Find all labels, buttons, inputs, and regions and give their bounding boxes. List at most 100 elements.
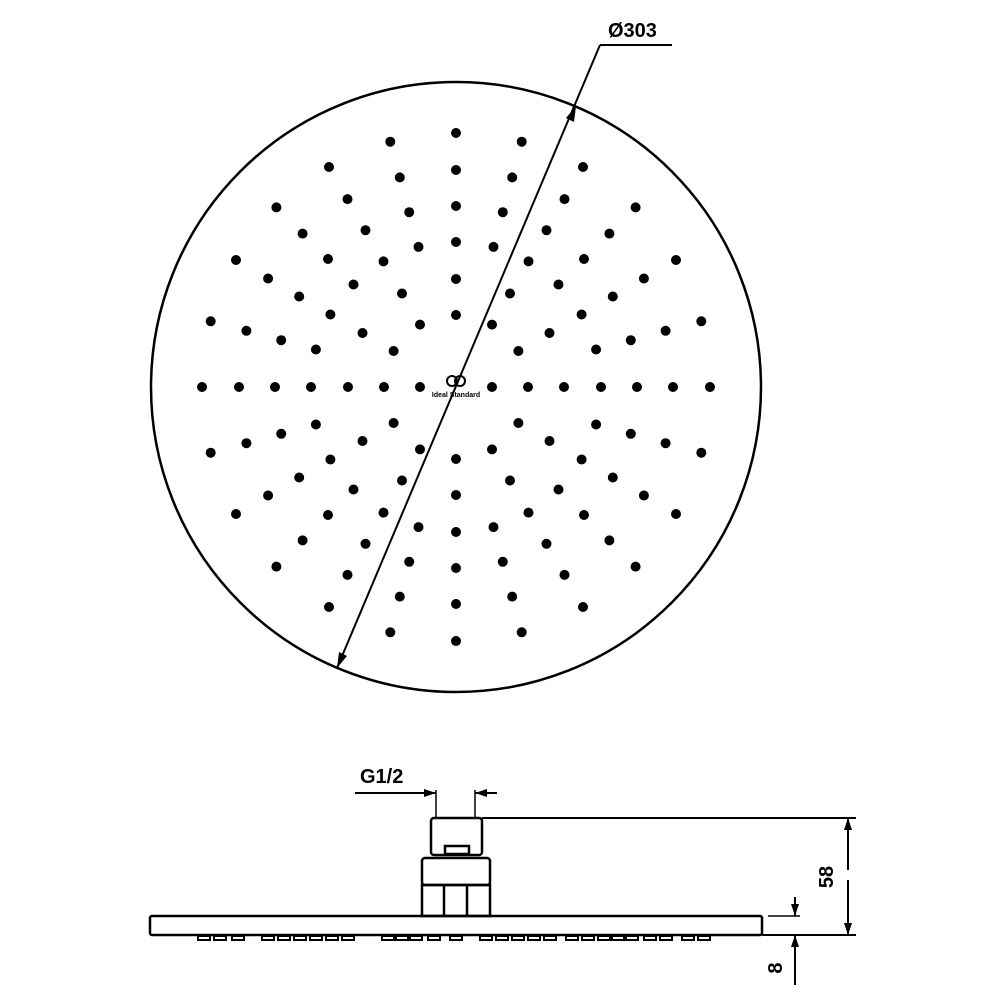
nozzle-dot — [607, 472, 618, 483]
side-nozzle — [449, 935, 463, 941]
side-nozzles — [197, 935, 711, 941]
nozzle-dot — [360, 225, 371, 236]
nozzle-dot — [591, 344, 602, 355]
side-nozzle — [565, 935, 579, 941]
nozzle-dot — [357, 328, 368, 338]
nozzle-dot — [378, 507, 389, 518]
nut — [443, 844, 471, 856]
nozzle-dot — [578, 602, 588, 612]
side-nozzle — [597, 935, 611, 941]
side-nozzle — [643, 935, 657, 941]
nozzle-dot — [379, 382, 389, 392]
nozzle-dot — [578, 162, 588, 172]
nozzle-dot — [348, 484, 359, 495]
side-view — [148, 789, 856, 985]
nozzle-dot — [263, 273, 274, 284]
nozzle-dot — [397, 288, 407, 299]
nozzle-dot — [451, 599, 461, 609]
nozzle-dot — [271, 202, 282, 213]
side-nozzle — [527, 935, 541, 941]
nozzle-dot — [325, 309, 336, 320]
nozzle-dot — [404, 207, 415, 218]
nozzle-dot — [451, 490, 461, 500]
nozzle-dot — [413, 522, 424, 533]
side-nozzle — [197, 935, 211, 941]
plate-thickness-label: 8 — [765, 962, 787, 973]
side-nozzle — [409, 935, 423, 941]
nozzle-dot — [505, 288, 515, 299]
nozzle-dot — [415, 444, 425, 455]
nozzle-dot — [234, 382, 244, 392]
nozzle-dot — [604, 535, 615, 546]
nozzle-dot — [276, 335, 287, 346]
thread-size-label: G1/2 — [360, 766, 403, 788]
nozzle-dot — [388, 418, 399, 428]
nozzle-dot — [523, 382, 533, 392]
nozzle-dot — [271, 561, 282, 572]
nozzle-dot — [324, 162, 334, 172]
nozzle-dot — [630, 561, 641, 572]
nozzle-dot — [559, 382, 569, 392]
nozzle-dot — [310, 344, 321, 355]
nozzle-dot — [294, 291, 305, 302]
nozzle-dot — [544, 436, 555, 446]
fitting-body — [420, 856, 492, 887]
nozzle-dot — [516, 627, 527, 638]
nozzle-dot — [576, 454, 587, 465]
side-nozzle — [293, 935, 307, 941]
nozzle-dot — [394, 172, 405, 183]
side-nozzle — [427, 935, 441, 941]
nozzle-dot — [397, 475, 407, 486]
brand-logo-text: Ideal Standard — [432, 392, 480, 399]
nozzle-dot — [541, 538, 552, 549]
nozzle-dot — [579, 254, 589, 264]
nozzle-dot — [632, 382, 642, 392]
nozzle-dot — [516, 136, 527, 147]
nozzle-dot — [276, 428, 287, 439]
side-nozzle — [611, 935, 625, 941]
nozzle-dot — [638, 273, 649, 284]
thread-connector — [429, 816, 484, 857]
nozzle-dot — [415, 382, 425, 392]
nozzle-dot — [310, 419, 321, 430]
nozzle-dot — [507, 172, 518, 183]
nozzle-dot — [668, 382, 678, 392]
nozzle-dot — [553, 484, 564, 495]
nozzle-dot — [497, 556, 508, 567]
nozzle-dot — [559, 194, 570, 205]
side-nozzle — [261, 935, 275, 941]
nozzle-dot — [451, 454, 461, 464]
nozzle-dot — [451, 128, 461, 138]
nozzle-dot — [488, 522, 499, 533]
nozzle-dot — [378, 256, 389, 267]
nozzle-dot — [297, 535, 308, 546]
nozzle-dot — [451, 527, 461, 537]
nozzle-dot — [544, 328, 555, 338]
nozzle-dot — [513, 346, 524, 356]
nozzle-dot — [488, 241, 499, 252]
nozzle-dot — [451, 636, 461, 646]
nozzle-dot — [342, 569, 353, 580]
side-nozzle — [341, 935, 355, 941]
nozzle-dot — [696, 316, 707, 327]
nozzle-dot — [325, 454, 336, 465]
nozzle-dot — [385, 627, 396, 638]
side-nozzle — [381, 935, 395, 941]
nozzle-dot — [671, 509, 681, 519]
side-nozzle — [309, 935, 323, 941]
nozzle-dot — [451, 237, 461, 247]
arrow-icon — [337, 652, 347, 668]
nozzle-dot — [205, 447, 216, 458]
side-nozzle — [479, 935, 493, 941]
nozzle-dot — [507, 591, 518, 602]
nozzle-dot — [205, 316, 216, 327]
side-nozzle — [697, 935, 711, 941]
nozzle-dot — [696, 447, 707, 458]
nozzle-dot — [487, 444, 497, 455]
nozzle-dot — [241, 325, 252, 336]
nozzle-dot — [591, 419, 602, 430]
nozzle-dot — [297, 228, 308, 239]
nozzle-dot — [487, 319, 497, 330]
nozzle-dot — [451, 274, 461, 284]
nozzle-dot — [231, 255, 241, 265]
